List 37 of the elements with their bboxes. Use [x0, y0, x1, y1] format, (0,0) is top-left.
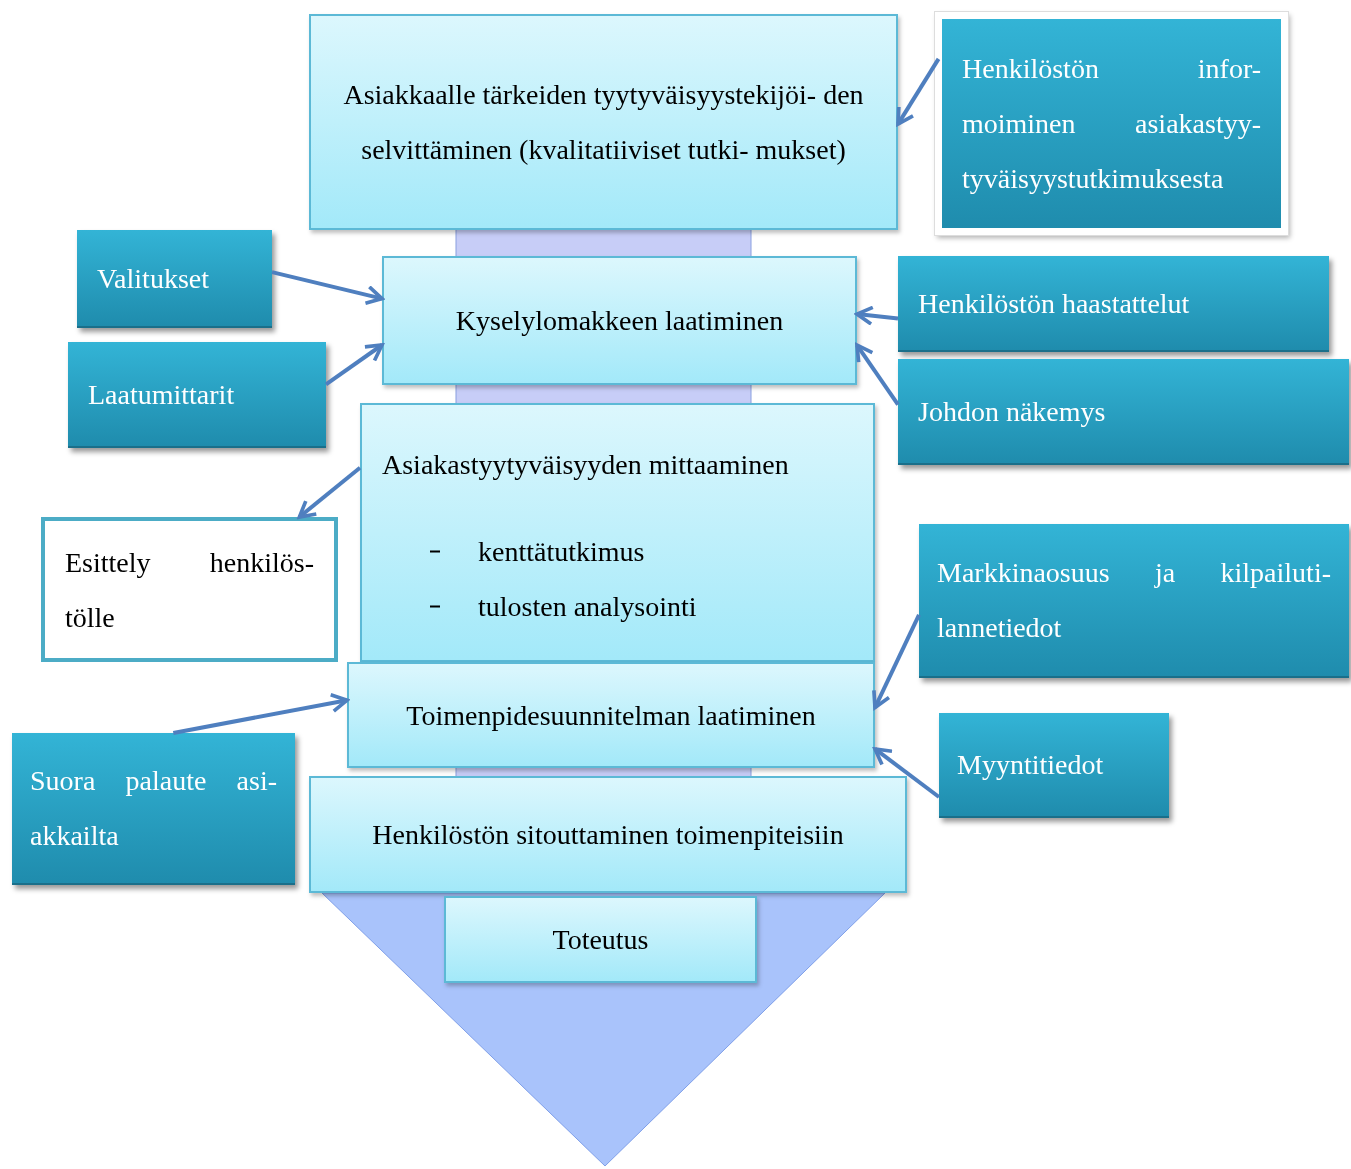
process-box — [68, 342, 326, 448]
process-box — [12, 733, 295, 885]
process-box — [309, 14, 898, 230]
box-text: Myyntitiedot — [957, 748, 1105, 782]
process-box — [309, 776, 907, 893]
process-box — [41, 517, 338, 662]
box-text: Markkinaosuus ja kilpailuti- lannetiedot — [937, 556, 1331, 645]
arrow — [172, 692, 349, 735]
arrow — [872, 614, 921, 710]
process-box — [382, 256, 857, 385]
box-text: Suora palaute asi- akkailta — [30, 764, 277, 853]
arrow — [271, 270, 384, 305]
process-box — [919, 524, 1349, 678]
box-text: Kyselylomakkeen laatiminen — [454, 304, 785, 338]
box-text: Henkilöstön sitouttaminen toimenpiteisiin — [371, 818, 845, 852]
box-text: Toteutus — [551, 923, 650, 957]
box-text: Henkilöstön haastattelut — [918, 286, 1191, 321]
arrow — [855, 305, 899, 326]
process-box — [444, 896, 757, 983]
box-text: Asiakastyytyväisyyden mittaaminen — [382, 448, 790, 482]
box-text: Esittely henkilös- tölle — [65, 545, 314, 635]
process-box — [360, 403, 875, 662]
process-box — [898, 359, 1349, 465]
list-item: tulosten analysointi — [478, 590, 697, 624]
arrow — [297, 466, 362, 519]
box-text: Asiakkaalle tärkeiden tyytyväisyystekijöi- den selvittäminen (kvalitatiiviset tutki- mukset) — [342, 78, 865, 167]
process-box — [939, 713, 1169, 818]
box-text: Toimenpidesuunnitelman laatiminen — [405, 698, 817, 733]
box-text: Laatumittarit — [88, 377, 236, 412]
box-text: Henkilöstön infor- moiminen asiakastyy- tyväisyystutkimuksesta — [962, 52, 1261, 196]
list-item: kenttätutkimus — [478, 535, 645, 569]
process-box — [347, 662, 875, 768]
box-text: Valitukset — [97, 261, 210, 296]
process-box — [898, 256, 1329, 352]
box-text: Johdon näkemys — [918, 394, 1107, 429]
arrow — [873, 747, 941, 799]
process-box — [77, 230, 272, 328]
